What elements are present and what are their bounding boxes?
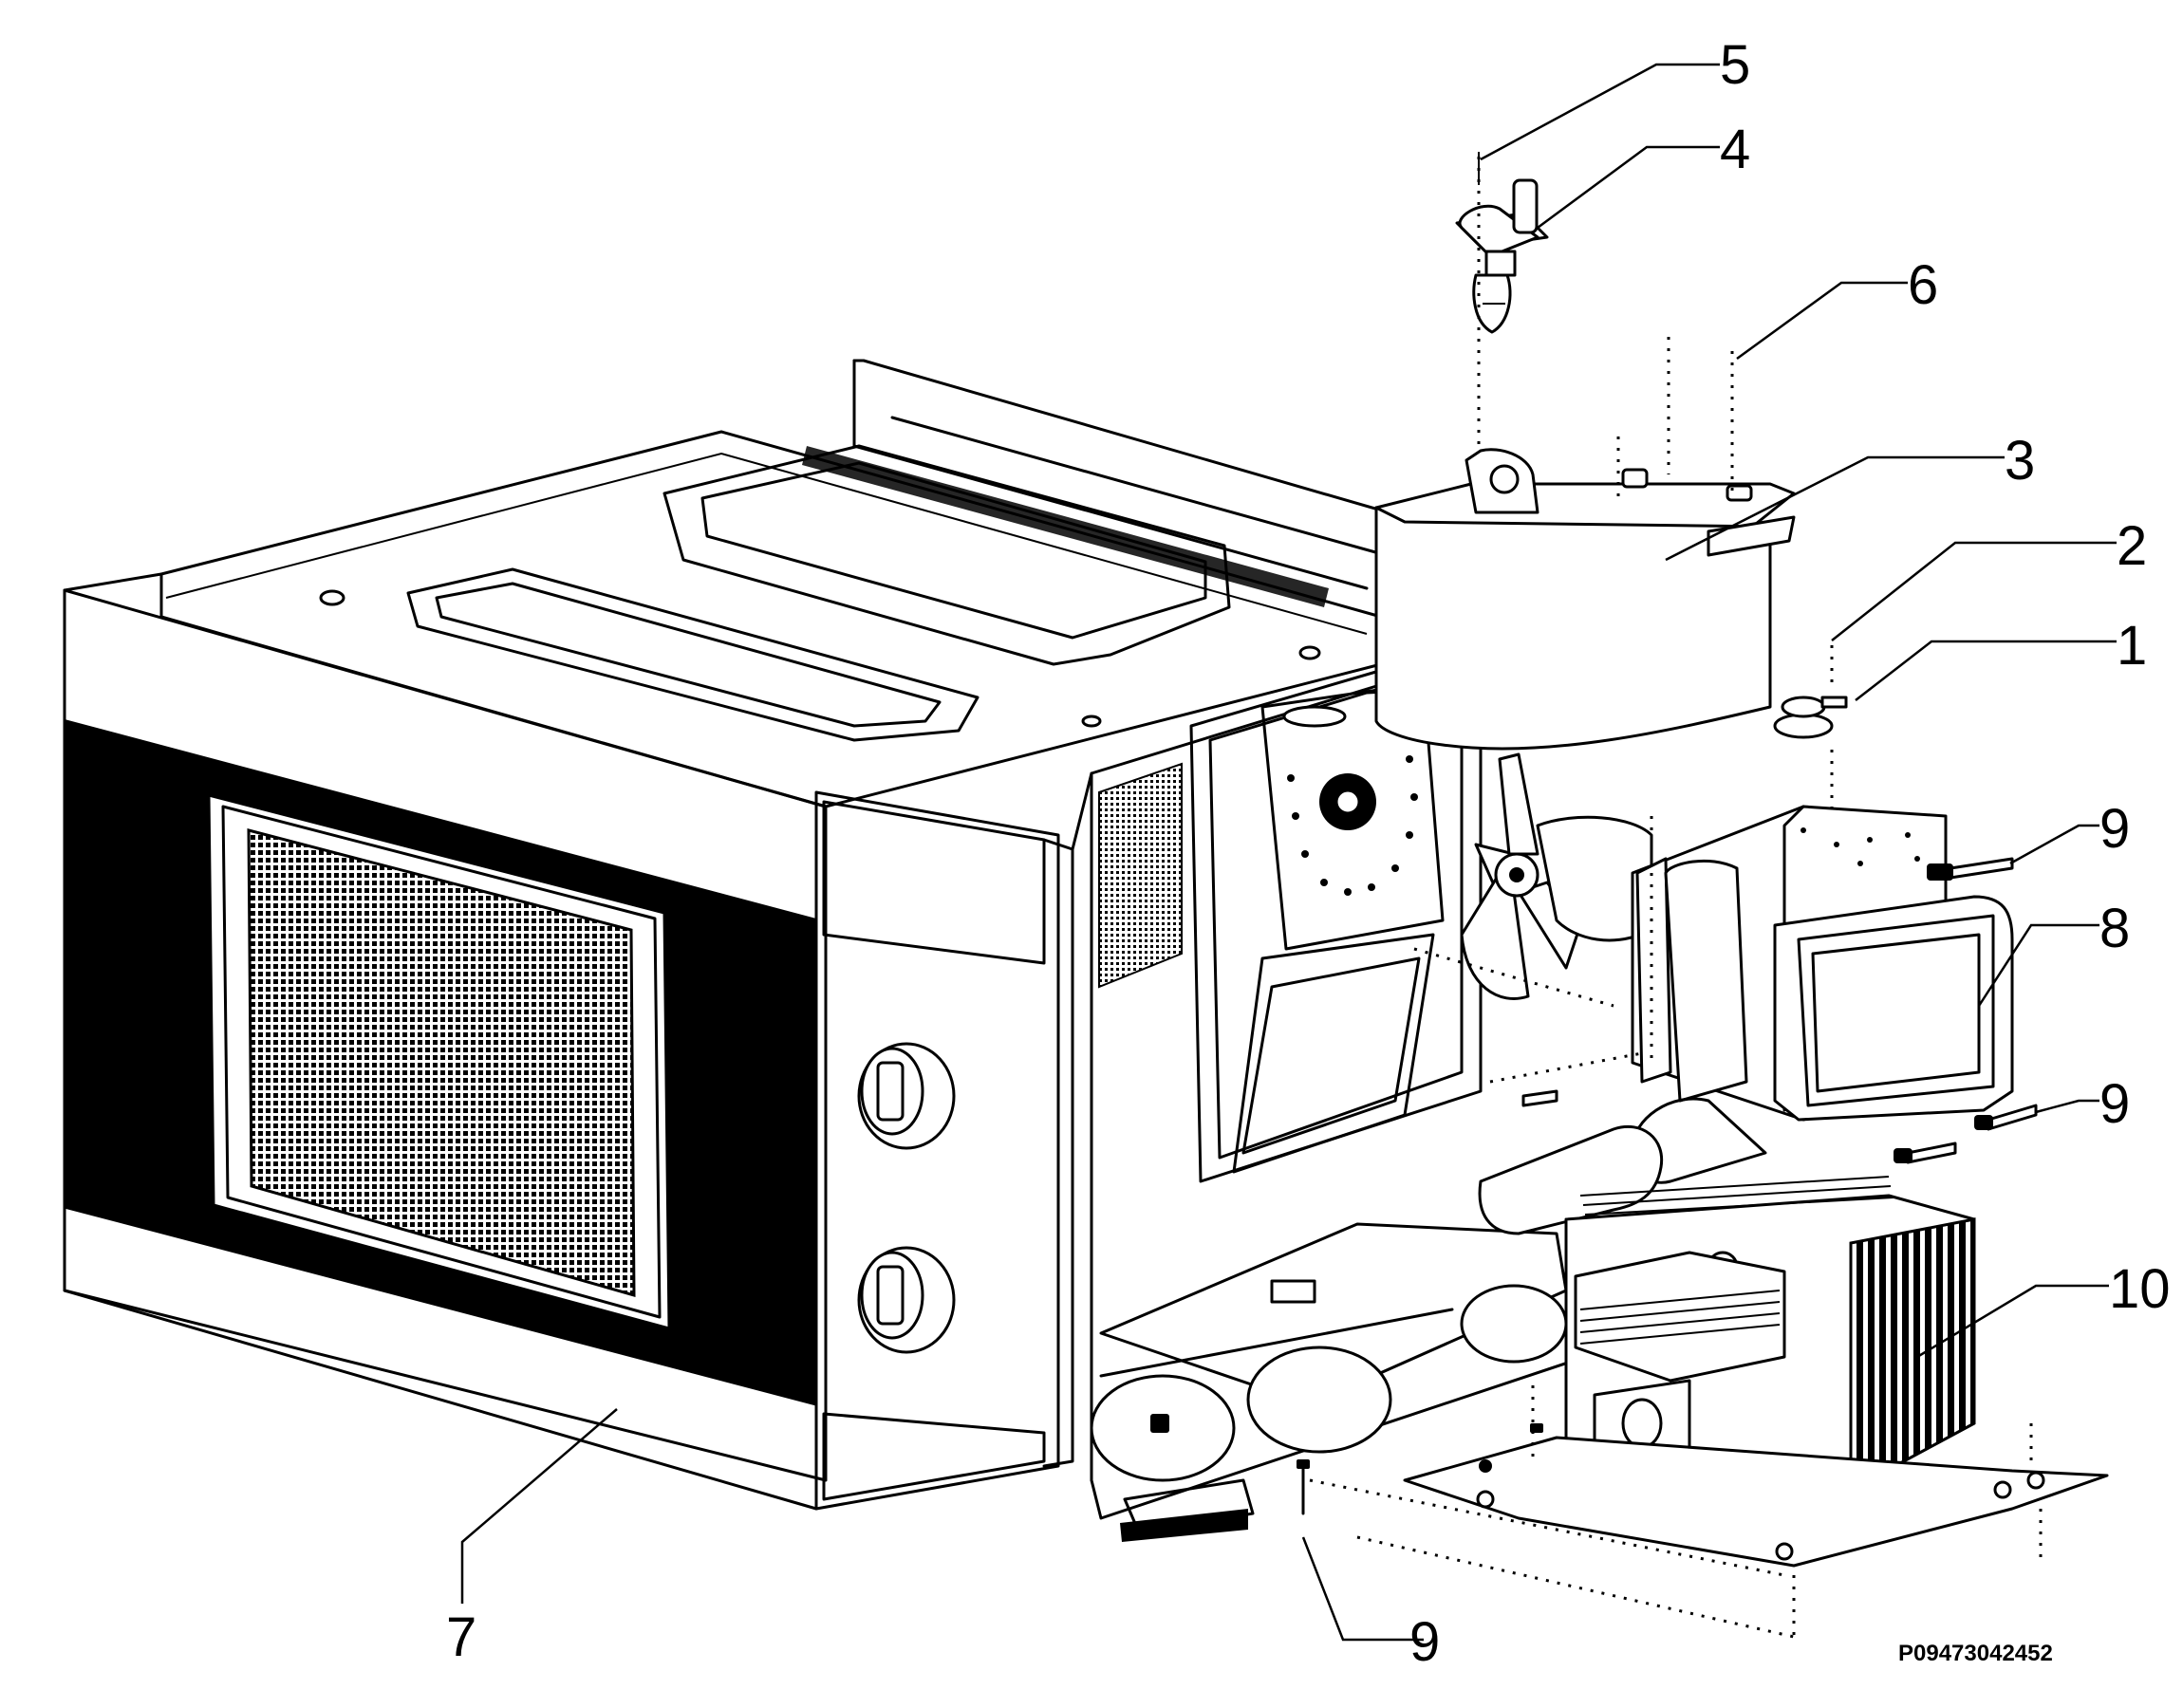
fixing-screw — [1521, 857, 2038, 1164]
callout-10: 10 — [2109, 1258, 2171, 1320]
magnetron — [1478, 805, 2014, 1235]
callout-9-bottom: 9 — [1409, 1611, 1440, 1673]
callout-1: 1 — [2117, 615, 2147, 677]
lamp-holder — [1455, 178, 1549, 334]
callout-2: 2 — [2117, 515, 2147, 577]
callout-4: 4 — [1720, 119, 1750, 180]
callout-9-top: 9 — [2099, 798, 2130, 860]
microwave-body — [63, 359, 1786, 1542]
cooling-fan — [1460, 752, 1653, 1000]
callout-8: 8 — [2099, 898, 2130, 959]
timer-knob-icon — [857, 1042, 956, 1150]
callout-6: 6 — [1908, 254, 1938, 316]
fixing-screw — [1297, 1423, 1543, 1515]
power-knob-icon — [857, 1246, 956, 1354]
callout-5: 5 — [1720, 34, 1750, 96]
leader-lines — [460, 63, 2117, 1642]
thermal-cutout — [1773, 696, 1848, 739]
callout-3: 3 — [2005, 430, 2035, 492]
side-vent — [1098, 762, 1183, 989]
transformer — [1403, 1176, 2109, 1568]
reference-code: P09473042452 — [1898, 1641, 2053, 1666]
top-vent-perforation — [802, 446, 1329, 607]
callout-7: 7 — [446, 1606, 476, 1668]
callout-numbers: 1 2 3 4 5 6 7 8 9 9 9 10 — [446, 34, 2171, 1673]
callout-9-right: 9 — [2099, 1073, 2130, 1135]
fan-duct-cover — [1374, 448, 1796, 751]
door-window-mesh — [247, 828, 636, 1297]
